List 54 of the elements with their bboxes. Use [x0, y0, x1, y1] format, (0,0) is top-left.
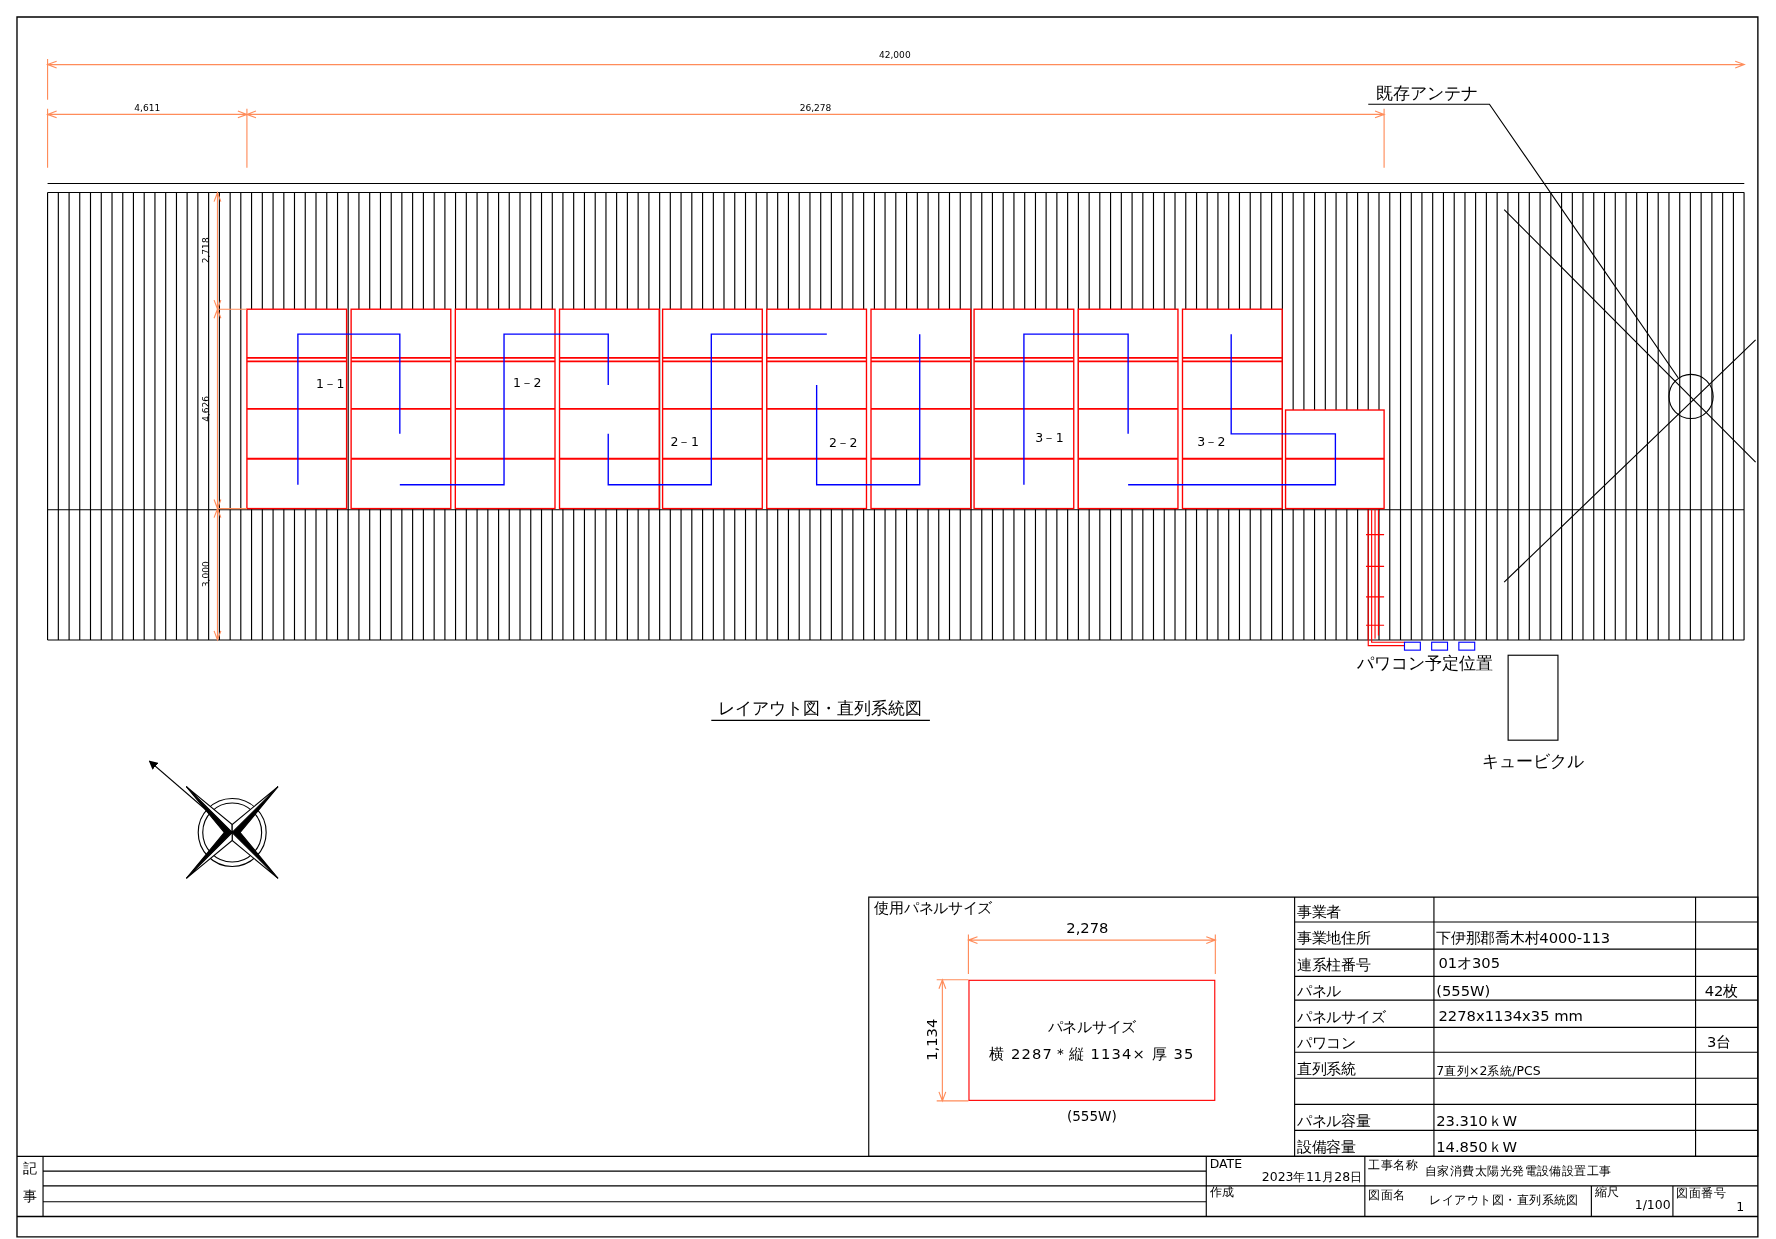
dimension-text: 2,718	[202, 237, 213, 264]
leader-line	[1367, 103, 1679, 379]
title-block-text: 2023年11月28日	[1261, 1171, 1363, 1185]
title-block-text: 図面名	[1368, 1189, 1406, 1203]
dimension-text: 1,134	[924, 1018, 941, 1061]
string-number: 3－2	[1197, 436, 1226, 450]
dimension-text: 26,278	[799, 103, 832, 114]
table-text: 3台	[1706, 1034, 1731, 1051]
table-text: 23.310ｋW	[1436, 1113, 1517, 1130]
string-number: 1－2	[513, 377, 542, 391]
title-block-text: 1	[1736, 1200, 1745, 1215]
table-text: 下伊那郡喬木村4000-113	[1436, 931, 1611, 948]
title-block-text: DATE	[1209, 1157, 1243, 1172]
cubicle-label: キュービクル	[1482, 752, 1584, 771]
location-label: パワコン予定位置	[1356, 654, 1493, 674]
table-text: 事業者	[1296, 905, 1342, 922]
callout-text: 既存アンテナ	[1376, 83, 1479, 103]
table-text: パワコン	[1296, 1035, 1356, 1052]
table-text: 42枚	[1704, 983, 1739, 1000]
section-heading: 使用パネルサイズ	[874, 900, 993, 917]
table-text: パネル容量	[1296, 1113, 1371, 1130]
title-block-text: 縮尺	[1594, 1185, 1620, 1200]
title-block-text: 作成	[1209, 1185, 1235, 1200]
title-block-text: レイアウト図・直列系統図	[1429, 1193, 1579, 1208]
table-text: 01オ305	[1438, 955, 1501, 973]
dimension-text: 4,626	[202, 395, 213, 422]
string-number: 3－1	[1035, 431, 1064, 446]
table-text: パネル	[1296, 983, 1342, 1000]
string-number: 1－1	[316, 378, 345, 392]
table-text: 14.850ｋW	[1436, 1139, 1517, 1156]
table-text: 直列系統	[1296, 1061, 1356, 1078]
panel-size-heading: パネルサイズ	[1047, 1016, 1137, 1037]
panel-size-text: 横 2287＊縦 1134× 厚 35	[989, 1043, 1195, 1064]
dimension-text: 42,000	[878, 51, 911, 62]
title-block-text: 自家消費太陽光発電設備設置工事	[1424, 1164, 1612, 1179]
drawing-title: レイアウト図・直列系統図	[718, 698, 922, 718]
string-number: 2－1	[670, 436, 699, 450]
title-block-text: 記	[22, 1162, 37, 1178]
title-block-text: 事	[22, 1189, 37, 1205]
table-text: 設備容量	[1296, 1139, 1356, 1156]
title-block-text: 工事名称	[1368, 1158, 1419, 1173]
table-text: 事業地住所	[1296, 931, 1371, 948]
table-text: 連系柱番号	[1296, 957, 1371, 974]
string-number: 2－2	[829, 437, 858, 451]
dimension-text: 4,611	[134, 103, 161, 114]
table-text: パネルサイズ	[1296, 1009, 1386, 1026]
model-caption: (555W)	[1066, 1110, 1117, 1125]
title-block-text: 1/100	[1634, 1198, 1671, 1213]
dimension-text: 3,000	[202, 561, 213, 588]
table-text: 2278x1134x35 mm	[1438, 1008, 1583, 1025]
table-text: 7直列×2系統/PCS	[1436, 1064, 1541, 1079]
table-text: (555W)	[1436, 983, 1491, 1000]
dimension-text: 2,278	[1066, 920, 1109, 937]
title-block-text: 図面番号	[1676, 1187, 1727, 1201]
